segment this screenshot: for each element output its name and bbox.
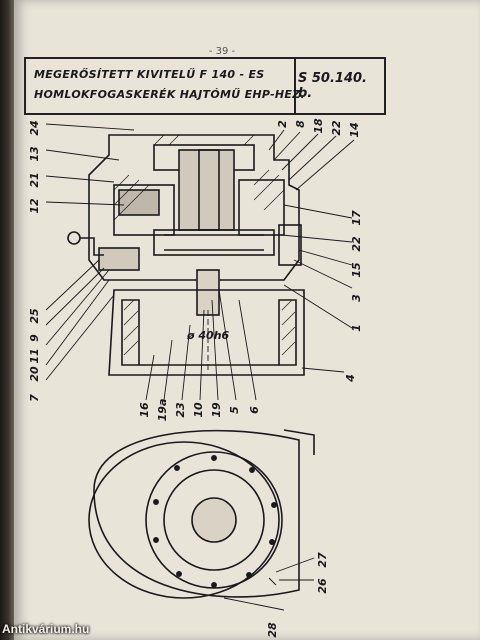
label-22b: 22 [350, 236, 363, 252]
pedestal-right-wall [278, 299, 297, 366]
label-16: 16 [138, 402, 151, 418]
label-28: 28 [266, 622, 279, 638]
oil-line [80, 237, 104, 256]
plan-inner-ring [163, 469, 265, 571]
section-hatching [113, 134, 296, 356]
book-binding-edge [0, 0, 14, 640]
plan-labels: 27 26 28 [266, 552, 329, 638]
label-15: 15 [350, 262, 363, 278]
pedestal-outline [108, 289, 305, 376]
label-19a: 19a [156, 399, 169, 422]
plan-view-housing [93, 429, 300, 598]
label-14: 14 [348, 122, 361, 137]
title-line-1: MEGERŐSÍTETT KIVITELŰ F 140 - ES [34, 68, 265, 81]
label-24: 24 [28, 120, 41, 135]
right-gear [238, 179, 285, 236]
output-shaft [196, 269, 220, 316]
plan-outer-ring [88, 441, 280, 599]
title-line-2: HOMLOKFOGASKERÉK HAJTÓMŰ EHP-HEZ. [34, 88, 306, 101]
plan-bolt-circle [153, 455, 277, 588]
plan-tab [283, 429, 315, 455]
right-top-labels: 2 8 18 22 14 [276, 118, 361, 138]
label-27: 27 [316, 552, 329, 568]
left-gear [113, 184, 175, 236]
label-6: 6 [248, 406, 261, 414]
bearing-lines [164, 234, 264, 251]
central-shaft-housing [178, 149, 235, 231]
bottom-labels: 16 19a 23 10 19 5 6 [138, 399, 261, 422]
plan-leaders [223, 557, 315, 611]
label-5: 5 [228, 406, 241, 414]
bearing-block [153, 229, 275, 256]
oil-fitting [67, 231, 81, 245]
label-21: 21 [28, 172, 41, 187]
title-block: MEGERŐSÍTETT KIVITELŰ F 140 - ES HOMLOKF… [24, 57, 386, 115]
title-description: MEGERŐSÍTETT KIVITELŰ F 140 - ES HOMLOKF… [26, 59, 306, 113]
label-22: 22 [330, 120, 343, 136]
left-labels: 24 13 21 12 25 9 11 20 7 [28, 120, 41, 401]
label-23: 23 [174, 402, 187, 418]
page-number: - 39 - [208, 46, 236, 57]
label-19: 19 [210, 402, 223, 418]
dimension-label: ø 40h6 [186, 329, 230, 342]
label-18: 18 [312, 118, 325, 134]
label-20: 20 [28, 366, 41, 382]
label-1: 1 [350, 324, 363, 332]
label-13: 13 [28, 146, 41, 162]
document-page: - 39 - MEGERŐSÍTETT KIVITELŰ F 140 - ES … [14, 0, 480, 640]
label-17: 17 [350, 210, 363, 226]
leader-lines [45, 123, 355, 401]
drawing-code: S 50.140. b. [298, 71, 367, 101]
label-3: 3 [350, 294, 363, 302]
label-10: 10 [192, 402, 205, 418]
label-26: 26 [316, 578, 329, 594]
left-gear-hub [118, 189, 160, 216]
plan-gear-flange [145, 451, 283, 589]
technical-drawing: ø 40h6 24 13 21 12 25 9 11 20 7 2 8 18 2… [28, 118, 363, 638]
label-12: 12 [28, 198, 41, 214]
label-8: 8 [294, 120, 307, 128]
right-flange [278, 224, 302, 266]
right-side-labels: 17 22 15 3 1 4 [344, 210, 363, 383]
watermark: Antikvárium.hu [2, 622, 90, 636]
label-11: 11 [28, 348, 41, 363]
label-9: 9 [28, 334, 41, 342]
label-7: 7 [28, 394, 41, 402]
left-flange [98, 247, 140, 271]
plan-spline-hub [191, 497, 237, 543]
label-4: 4 [344, 374, 357, 383]
label-2: 2 [276, 120, 289, 128]
label-25: 25 [28, 308, 41, 324]
